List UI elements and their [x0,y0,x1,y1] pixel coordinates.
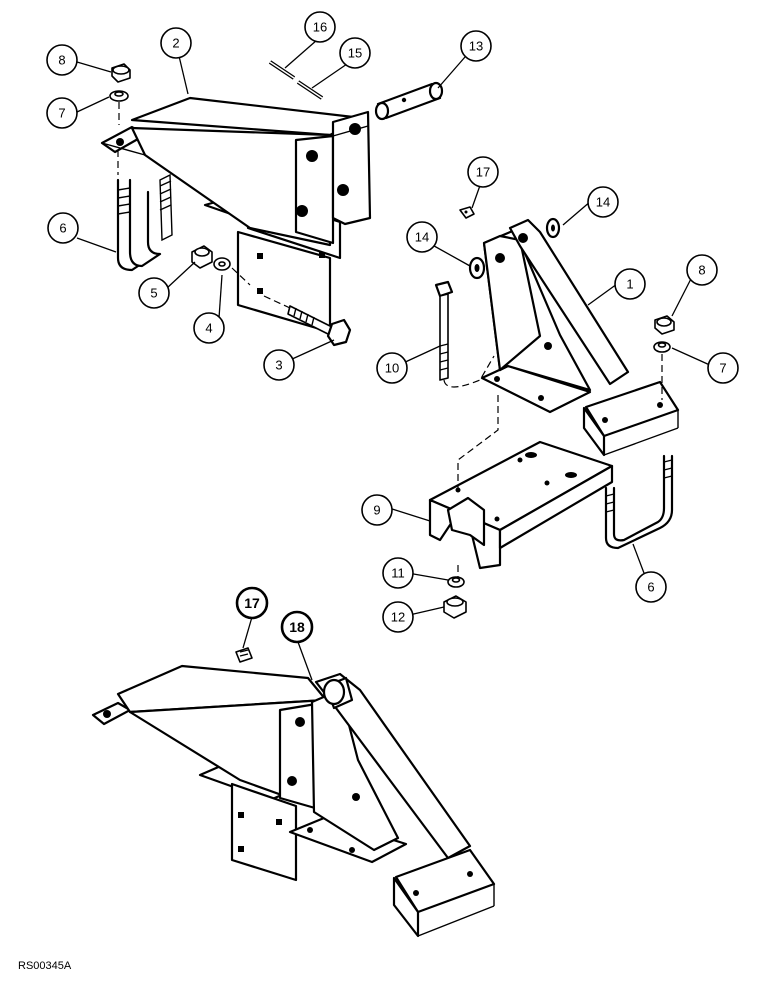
callout-11: 11 [382,557,414,589]
svg-text:18: 18 [289,619,305,635]
svg-text:4: 4 [205,321,212,336]
callout-12: 12 [382,601,414,633]
callout-17-upper: 17 [467,156,499,188]
callout-8-left: 8 [46,44,78,76]
svg-text:16: 16 [313,20,327,35]
bolt-part-3 [287,305,352,347]
svg-text:2: 2 [172,36,179,51]
callout-5: 5 [138,277,170,309]
washer-part-14-left [468,256,486,280]
callout-10: 10 [376,352,408,384]
nut-part-8-left [111,63,131,83]
svg-text:14: 14 [596,195,610,210]
bracket-part-1 [480,218,680,457]
callout-8-right: 8 [686,254,718,286]
callout-17-lower: 17 [235,586,269,620]
u-bolt-part-6-right [604,454,674,550]
svg-text:5: 5 [150,286,157,301]
washer-part-14-right [545,217,561,239]
callout-6-right: 6 [635,571,667,603]
lock-washer-part-4 [213,257,231,271]
callout-4: 4 [193,312,225,344]
figure-code-label: RS00345A [18,960,72,972]
callout-14-right: 14 [587,186,619,218]
svg-text:1: 1 [626,277,633,292]
callout-15: 15 [339,37,371,69]
callout-7-left: 7 [46,97,78,129]
svg-text:6: 6 [647,580,654,595]
callout-9: 9 [361,494,393,526]
callout-2: 2 [160,27,192,59]
svg-text:13: 13 [469,39,483,54]
svg-text:8: 8 [58,53,65,68]
svg-text:10: 10 [385,361,399,376]
svg-text:14: 14 [415,230,429,245]
lock-washer-part-7-left [109,90,129,102]
bracket-part-2 [100,96,372,334]
u-bolt-part-6-left [116,173,173,272]
callout-6-left: 6 [47,212,79,244]
lock-washer-part-11 [447,576,465,588]
callout-16: 16 [304,11,336,43]
roll-pin-part-16 [268,60,296,80]
clamp-part-9 [428,440,614,570]
nut-part-8-right [654,315,675,335]
svg-text:12: 12 [391,610,405,625]
svg-text:15: 15 [348,46,362,61]
callout-14-left: 14 [406,221,438,253]
svg-text:11: 11 [391,566,405,581]
callout-7-right: 7 [707,352,739,384]
bolt-part-10 [434,280,454,381]
assembly-part-18 [91,664,496,938]
callout-1: 1 [614,268,646,300]
svg-text:17: 17 [244,595,260,611]
lock-washer-part-7-right [653,341,671,353]
svg-text:8: 8 [698,263,705,278]
nut-part-12 [443,595,467,619]
roll-pin-part-15 [296,80,324,100]
svg-text:9: 9 [373,503,380,518]
callout-3: 3 [263,349,295,381]
grease-fitting-part-17-lower [235,647,253,663]
svg-text:7: 7 [719,361,726,376]
svg-text:3: 3 [275,358,282,373]
callout-18: 18 [280,610,314,644]
grease-fitting-part-17-upper [459,206,475,219]
pin-part-13 [374,81,444,121]
svg-text:6: 6 [59,221,66,236]
nut-part-5 [191,245,213,269]
svg-text:17: 17 [476,165,490,180]
callout-13: 13 [460,30,492,62]
svg-text:7: 7 [58,106,65,121]
